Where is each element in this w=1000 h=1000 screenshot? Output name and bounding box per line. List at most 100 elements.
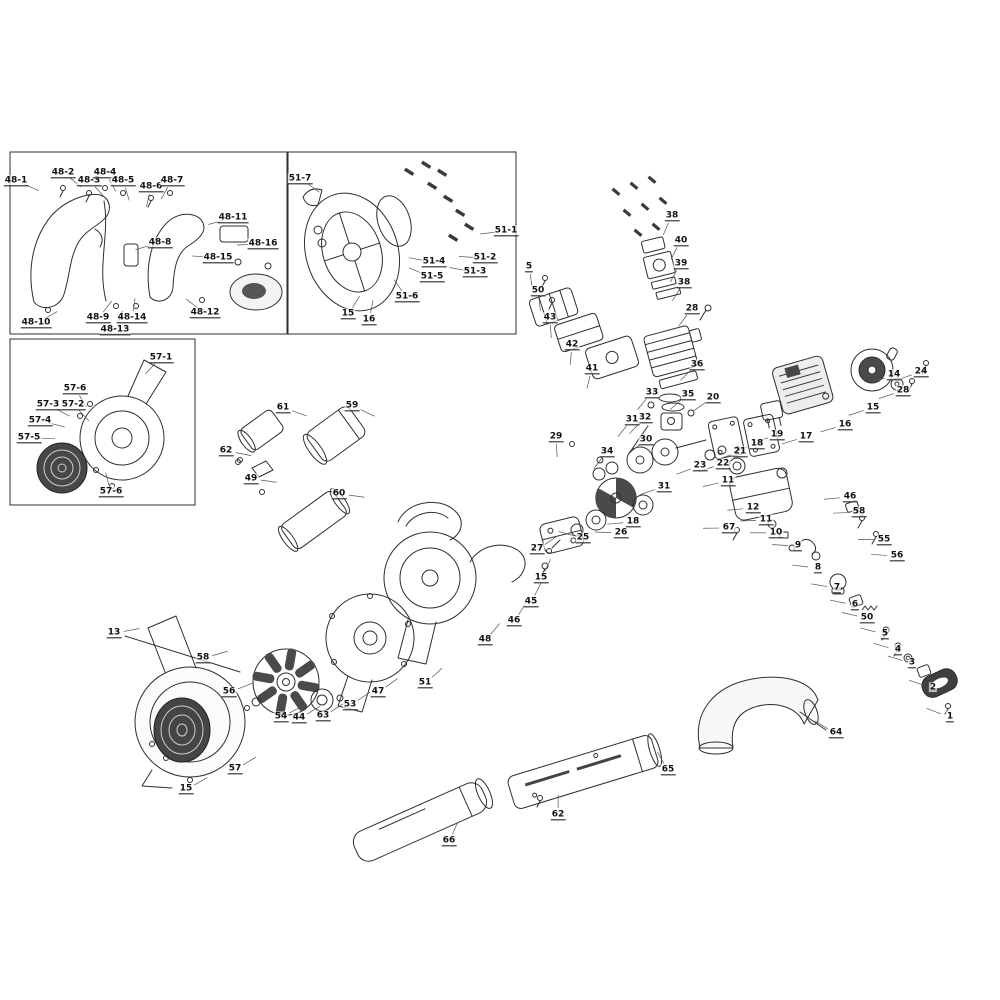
leader-line (569, 351, 572, 365)
part-callout-48-7: 48-7 (159, 175, 185, 187)
sketch-fan-cover (302, 160, 475, 312)
leader-line (662, 222, 669, 235)
leader-line (330, 703, 344, 712)
part-callout-10: 10 (768, 527, 784, 539)
part-callout-27: 27 (529, 543, 545, 555)
sketch-blower-housing-a (383, 501, 526, 665)
part-callout-28: 28 (684, 303, 700, 315)
part-callout-11: 11 (720, 475, 736, 487)
leader-line (393, 279, 403, 292)
part-callout-31: 31 (656, 481, 672, 493)
leader-line (360, 409, 375, 417)
part-callout-25: 25 (575, 532, 591, 544)
fan-cover-inset (287, 151, 517, 335)
leader-line (627, 444, 640, 455)
sketch-carburetor (641, 236, 682, 300)
part-callout-13: 13 (106, 627, 122, 639)
part-callout-48-14: 48-14 (116, 312, 148, 324)
part-callout-48-4: 48-4 (92, 167, 118, 179)
leader-line (693, 402, 706, 412)
leader-line (480, 231, 497, 235)
leader-line (292, 410, 307, 417)
leader-line (595, 531, 612, 534)
sketch-gears (540, 509, 607, 577)
part-callout-47: 47 (370, 686, 386, 698)
part-callout-58: 58 (195, 652, 211, 664)
part-callout-42: 42 (564, 339, 580, 351)
leader-line (678, 314, 688, 327)
part-callout-35: 35 (680, 389, 696, 401)
part-callout-51: 51 (417, 677, 433, 689)
sketch-volute-detail (36, 359, 167, 494)
leader-line (160, 187, 169, 200)
sketch-hardware-top (611, 175, 668, 237)
leader-line (123, 628, 140, 632)
part-callout-18: 18 (625, 516, 641, 528)
part-callout-5: 5 (524, 261, 534, 273)
leader-line (639, 489, 655, 495)
part-callout-48-2: 48-2 (50, 167, 76, 179)
leader-line (449, 267, 466, 271)
part-callout-53: 53 (342, 699, 358, 711)
part-callout-51-2: 51-2 (472, 252, 498, 264)
part-callout-11: 11 (758, 514, 774, 526)
leader-line (260, 479, 277, 483)
part-callout-48-11: 48-11 (217, 212, 249, 224)
part-callout-22: 22 (715, 458, 731, 470)
part-callout-48-1: 48-1 (3, 175, 29, 187)
leader-line (878, 393, 894, 399)
part-callout-33: 33 (644, 387, 660, 399)
leader-line (289, 705, 303, 714)
part-callout-60: 60 (331, 488, 347, 500)
leader-line (833, 512, 850, 514)
volute-detail-inset (9, 338, 196, 506)
part-callout-8: 8 (813, 562, 823, 574)
sketch-vacuum-tube (507, 733, 663, 809)
part-callout-29: 29 (548, 431, 564, 443)
part-callout-57: 57 (227, 763, 243, 775)
leader-line (408, 257, 425, 261)
leader-line (105, 472, 110, 486)
sketch-blower-tube (352, 778, 493, 862)
part-callout-34: 34 (599, 446, 615, 458)
leader-line (534, 583, 542, 596)
leader-line (669, 399, 682, 410)
leader-line (820, 427, 836, 433)
leader-line (669, 270, 678, 283)
leader-line (702, 482, 719, 487)
part-callout-50: 50 (859, 612, 875, 624)
handle-assembly-inset (9, 151, 288, 335)
sketch-handle-assembly (30, 185, 283, 313)
leader-line (78, 410, 90, 422)
leader-line (811, 583, 828, 587)
leader-line (348, 494, 365, 498)
leader-line (670, 247, 678, 260)
part-callout-57-5: 57-5 (16, 432, 42, 444)
part-callout-41: 41 (584, 363, 600, 375)
part-callout-2: 2 (928, 682, 938, 694)
part-callout-48-16: 48-16 (247, 238, 279, 250)
part-callout-51-1: 51-1 (493, 225, 519, 237)
sketch-blower-housing-b (325, 593, 415, 713)
sketch-engine-shroud (772, 355, 834, 415)
leader-line (772, 544, 789, 546)
part-callout-58: 58 (851, 506, 867, 518)
leader-line (740, 519, 757, 522)
leader-line (186, 298, 199, 309)
leader-line (781, 439, 797, 445)
part-callout-15: 15 (178, 783, 194, 795)
part-callout-46: 46 (842, 491, 858, 503)
leader-line (908, 679, 924, 686)
part-callout-1: 1 (945, 711, 955, 723)
leader-line (125, 187, 130, 201)
part-callout-57-1: 57-1 (148, 352, 174, 364)
leader-line (357, 691, 371, 701)
leader-line (242, 756, 257, 766)
part-callout-48-15: 48-15 (202, 252, 234, 264)
leader-line (871, 554, 888, 556)
part-callout-6: 6 (850, 599, 860, 611)
leader-line (926, 708, 942, 715)
part-callout-61: 61 (275, 402, 291, 414)
part-callout-64: 64 (828, 727, 844, 739)
part-callout-48-9: 48-9 (85, 312, 111, 324)
